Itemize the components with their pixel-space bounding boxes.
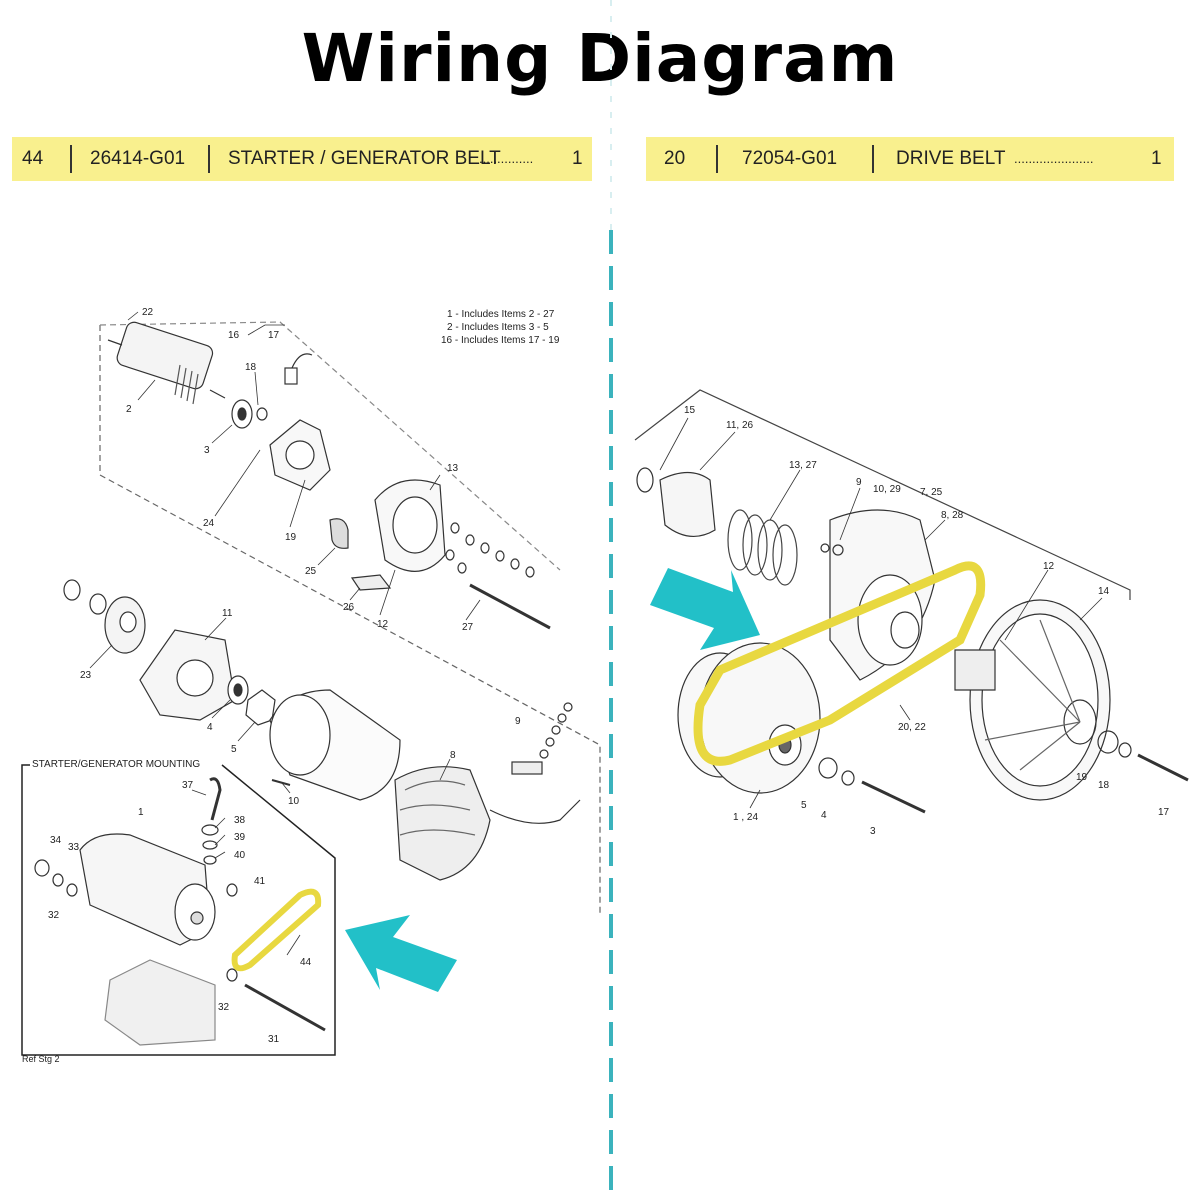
callout-12: 12: [377, 619, 389, 630]
callout-16: 16: [228, 330, 240, 341]
callout-19: 19: [1076, 772, 1088, 783]
callout-26: 26: [343, 602, 355, 613]
callout-4: 4: [821, 810, 827, 821]
callout-41: 41: [254, 876, 266, 887]
inset-footnote: Ref Stg 2: [22, 1054, 60, 1064]
arrow-pointing-to-drive-belt: [650, 568, 760, 650]
callout-38: 38: [234, 815, 246, 826]
part-ref: 44: [22, 148, 44, 169]
callout-10-29: 10, 29: [873, 484, 901, 495]
part-bar-starter-generator-belt: 44 26414-G01 STARTER / GENERATOR BELT ..…: [12, 137, 592, 181]
right-callouts: 15 11, 26 13, 27 9 10, 29 7, 25 8, 28 12…: [684, 405, 1170, 837]
callout-22: 22: [142, 307, 154, 318]
callout-11: 11: [222, 608, 233, 619]
callout-19: 19: [285, 532, 297, 543]
leader-dots: ......................: [1014, 151, 1094, 166]
callout-17: 17: [1158, 807, 1170, 818]
part-qty: 1: [1151, 148, 1162, 169]
callout-27: 27: [462, 622, 474, 633]
callout-5: 5: [801, 800, 807, 811]
callout-9: 9: [856, 477, 862, 488]
page-title: Wiring Diagram: [301, 20, 899, 97]
callout-2: 2: [126, 404, 132, 415]
part-bar-drive-belt: 20 72054-G01 DRIVE BELT ................…: [646, 137, 1174, 181]
callout-33: 33: [68, 842, 80, 853]
callout-11-26: 11, 26: [726, 420, 753, 431]
divider: [70, 145, 72, 173]
callout-17: 17: [268, 330, 280, 341]
callout-20-22: 20, 22: [898, 722, 926, 733]
callout-9: 9: [515, 716, 521, 727]
note-line-2: 2 - Includes Items 3 - 5: [447, 322, 549, 333]
callout-23: 23: [80, 670, 92, 681]
divider: [872, 145, 874, 173]
callout-37: 37: [182, 780, 194, 791]
callout-18: 18: [1098, 780, 1110, 791]
callout-18: 18: [245, 362, 257, 373]
arrow-pointing-to-belt: [345, 915, 457, 992]
part-description: STARTER / GENERATOR BELT: [228, 148, 501, 169]
callout-14: 14: [1098, 586, 1110, 597]
callout-7-25: 7, 25: [920, 487, 943, 498]
divider: [716, 145, 718, 173]
leader-dots: ...............: [479, 151, 534, 166]
callout-13-27: 13, 27: [789, 460, 817, 471]
callout-8: 8: [450, 750, 456, 761]
callout-1-24: 1 , 24: [733, 812, 758, 823]
callout-10: 10: [288, 796, 300, 807]
callout-25: 25: [305, 566, 317, 577]
callout-3: 3: [870, 826, 876, 837]
note-line-1: 1 - Includes Items 2 - 27: [447, 309, 555, 320]
callout-13: 13: [447, 463, 459, 474]
callout-1: 1: [138, 807, 144, 818]
starter-generator-mounting-inset: STARTER/GENERATOR MOUNTING Ref Stg 2: [21, 759, 336, 1064]
includes-notes: 1 - Includes Items 2 - 27 2 - Includes I…: [441, 309, 560, 346]
callout-32: 32: [48, 910, 60, 921]
starter-generator-belt: [231, 888, 322, 972]
part-number: 72054-G01: [742, 148, 838, 169]
part-qty: 1: [572, 148, 583, 169]
divider: [208, 145, 210, 173]
callout-3: 3: [204, 445, 210, 456]
callout-34: 34: [50, 835, 62, 846]
callout-15: 15: [684, 405, 696, 416]
drive-belt: [693, 561, 986, 766]
leader-lines: [89, 311, 481, 794]
callout-12: 12: [1043, 561, 1055, 572]
callout-32: 32: [218, 1002, 230, 1013]
inset-title: STARTER/GENERATOR MOUNTING: [32, 759, 200, 770]
callout-8-28: 8, 28: [941, 510, 964, 521]
callout-39: 39: [234, 832, 246, 843]
part-ref: 20: [664, 148, 686, 169]
callout-5: 5: [231, 744, 237, 755]
callout-24: 24: [203, 518, 215, 529]
left-callouts: 22 16 17 18 2 3 13 19 24 25 26 12 27 11 …: [80, 307, 521, 807]
note-line-3: 16 - Includes Items 17 - 19: [441, 335, 560, 346]
part-number: 26414-G01: [90, 148, 186, 169]
part-description: DRIVE BELT: [896, 148, 1006, 169]
callout-31: 31: [268, 1034, 280, 1045]
right-leader-lines: [659, 417, 1103, 809]
callout-40: 40: [234, 850, 246, 861]
callout-4: 4: [207, 722, 213, 733]
starter-generator-exploded-view: [63, 321, 601, 915]
callout-44: 44: [300, 957, 312, 968]
